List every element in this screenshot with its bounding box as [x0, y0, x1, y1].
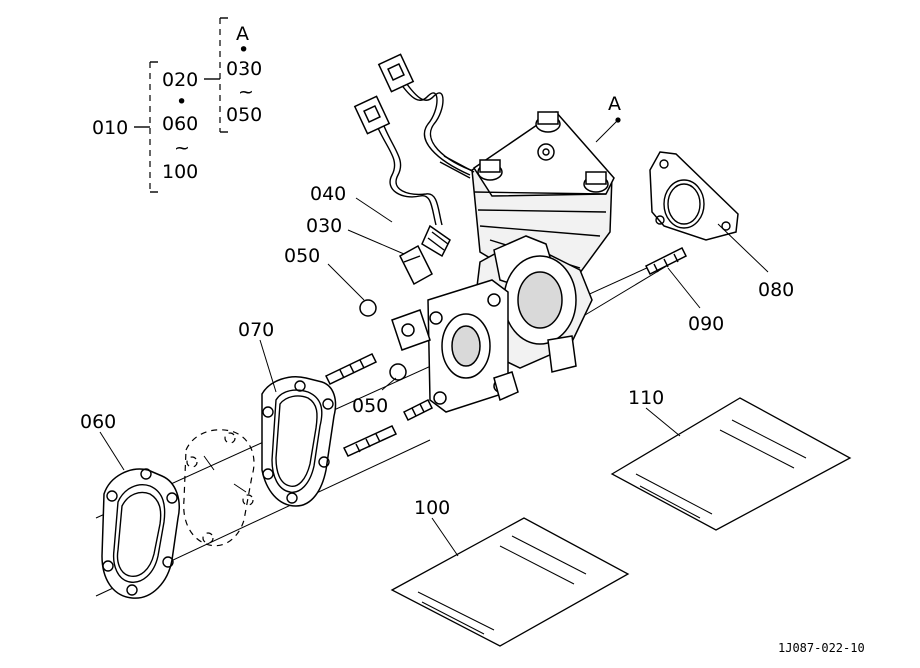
callout-leaders — [99, 197, 769, 557]
sheet-110 — [610, 397, 852, 531]
gasket-060 — [101, 468, 180, 599]
gasket-080 — [649, 151, 739, 241]
stud-upper — [324, 353, 378, 385]
callout-050-upper: 050 — [284, 245, 320, 267]
studs — [324, 246, 688, 457]
tree-dot-1: • — [176, 91, 187, 113]
callout-070: 070 — [238, 319, 274, 341]
gasket-070 — [261, 376, 337, 507]
callout-a: A — [608, 93, 621, 115]
stud-right-090 — [644, 246, 688, 276]
dashed-plate — [183, 429, 255, 547]
valve-body — [391, 235, 593, 413]
callout-labels: 040 030 050 050 070 060 080 090 100 110 … — [80, 183, 865, 655]
check-balls — [359, 299, 407, 381]
tree-root-010: 010 — [92, 117, 128, 139]
document-sheets — [390, 397, 852, 647]
tree-item-060: 060 — [162, 113, 198, 135]
tree-ref-a: A — [236, 23, 249, 45]
callout-100: 100 — [414, 497, 450, 519]
tree-item-050: 050 — [226, 104, 262, 126]
ball-050-lower — [389, 363, 407, 381]
parts-tree: 010 020 • 060 ~ 100 A • 030 ~ 050 — [92, 17, 262, 193]
callout-050-lower: 050 — [352, 395, 388, 417]
sensor-body — [421, 224, 451, 258]
tree-item-030: 030 — [226, 58, 262, 80]
actuator-shaft — [537, 143, 555, 161]
tree-tilde-2: ~ — [238, 81, 254, 103]
tree-item-020: 020 — [162, 69, 198, 91]
callout-040: 040 — [310, 183, 346, 205]
wiring-harness — [353, 53, 477, 258]
callout-090: 090 — [688, 313, 724, 335]
callout-060: 060 — [80, 411, 116, 433]
callout-030: 030 — [306, 215, 342, 237]
ball-050-upper — [359, 299, 377, 317]
center-lines — [95, 257, 681, 597]
sheet-100 — [390, 517, 630, 647]
tree-tilde-1: ~ — [174, 137, 190, 159]
callout-110: 110 — [628, 387, 664, 409]
callout-080: 080 — [758, 279, 794, 301]
figure-code: 1J087-022-10 — [778, 641, 865, 655]
stud-lower — [342, 425, 398, 457]
stud-middle — [402, 398, 434, 422]
tree-item-100: 100 — [162, 161, 198, 183]
tree-dot-2: • — [238, 39, 249, 61]
